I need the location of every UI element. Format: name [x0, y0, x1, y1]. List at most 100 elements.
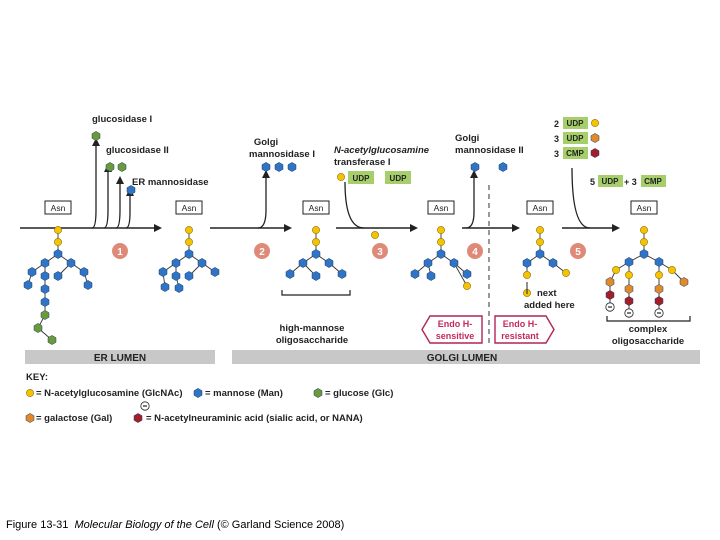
glcnac-icon	[591, 119, 599, 127]
enzyme-glucosidase-1: glucosidase I	[92, 114, 152, 125]
mannose-icon	[79, 267, 89, 277]
mannose-icon	[158, 267, 168, 277]
glcnac-icon	[54, 226, 62, 234]
nana-icon	[654, 296, 664, 306]
asn-box-5: Asn	[526, 200, 554, 215]
mannose-icon	[40, 271, 50, 281]
high-mannose-label-line1: high-mannose	[280, 323, 345, 334]
step3-addition-arrow	[344, 181, 365, 229]
endo-h-sensitive-tag: Endo H- sensitive	[421, 315, 483, 344]
glcnac-icon	[185, 238, 193, 246]
key-nana-label: = N-acetylneuraminic acid (sialic acid, …	[146, 413, 363, 424]
glcnac-icon	[312, 226, 320, 234]
negative-charge-icon	[140, 401, 150, 411]
caption-prefix: Figure 13-31	[6, 519, 69, 531]
enzyme-golgi-mannosidase-2-line1: Golgi	[455, 133, 479, 144]
step4-removal-arrow	[465, 170, 478, 229]
asn-box-1: Asn	[44, 200, 72, 215]
released-count-5: 5	[590, 177, 595, 187]
mannose-icon	[40, 284, 50, 294]
mannose-icon	[23, 280, 33, 290]
galactose-icon	[605, 277, 615, 287]
key-galactose-label: = galactose (Gal)	[36, 413, 112, 424]
mannose-icon	[498, 162, 508, 172]
endo-h-resistant-tag: Endo H- resistant	[494, 315, 555, 344]
mannose-icon	[624, 257, 634, 267]
donor-count-3b: 3	[554, 149, 559, 159]
glcnac-icon	[562, 269, 570, 277]
step5-addition-arrow	[571, 167, 591, 229]
glcnac-icon	[371, 231, 379, 239]
glcnac-icon	[625, 271, 633, 279]
galactose-icon	[679, 277, 689, 287]
oligosaccharide	[410, 226, 472, 290]
glcnac-icon	[54, 238, 62, 246]
step-marker-5: 5	[570, 243, 586, 259]
glcnac-icon	[668, 266, 676, 274]
mannose-icon	[184, 249, 194, 259]
negative-charge-icon	[605, 302, 615, 312]
mannose-icon	[449, 258, 459, 268]
svg-text:CMP: CMP	[566, 149, 584, 158]
mannose-icon	[436, 249, 446, 259]
enzyme-golgi-mannosidase-2-line2: mannosidase II	[455, 145, 524, 156]
glcnac-icon	[536, 238, 544, 246]
enzyme-glcnac-transferase-line2: transferase I	[334, 157, 391, 168]
oligosaccharide	[285, 226, 347, 281]
glcnac-icon	[437, 226, 445, 234]
glcnac-icon	[463, 282, 471, 290]
oligosaccharide	[23, 226, 93, 345]
mannose-icon	[285, 269, 295, 279]
glcnac-icon	[185, 226, 193, 234]
mannose-icon	[174, 283, 184, 293]
mannose-icon	[171, 258, 181, 268]
enzyme-golgi-mannosidase-1-line1: Golgi	[254, 137, 278, 148]
mannose-icon	[462, 269, 472, 279]
enzyme-er-mannosidase: ER mannosidase	[132, 177, 209, 188]
glcnac-icon	[437, 238, 445, 246]
nana-icon	[605, 290, 615, 300]
mannose-icon	[324, 258, 334, 268]
galactose-icon	[624, 284, 634, 294]
svg-text:Endo H-: Endo H-	[503, 319, 538, 329]
mannose-icon	[193, 388, 203, 398]
svg-text:Asn: Asn	[533, 203, 548, 213]
er-lumen-bar	[25, 350, 215, 364]
svg-text:5: 5	[575, 247, 581, 258]
mannose-icon	[53, 249, 63, 259]
key-symbols	[25, 388, 323, 423]
svg-text:Asn: Asn	[182, 203, 197, 213]
caption-suffix: (© Garland Science 2008)	[213, 519, 345, 531]
mannose-icon	[470, 162, 480, 172]
glycan-structures	[23, 119, 689, 345]
cmp-box-donor: CMP	[563, 147, 588, 159]
svg-text:Endo H-: Endo H-	[438, 319, 473, 329]
mannose-icon	[83, 280, 93, 290]
mannose-icon	[27, 267, 37, 277]
enzyme-glcnac-transferase-line1: N-acetylglucosamine	[334, 145, 430, 156]
nana-icon	[590, 148, 600, 158]
high-mannose-bracket	[281, 290, 351, 296]
key-glcnac-label: = N-acetylglucosamine (GlcNAc)	[36, 388, 183, 399]
mannose-icon	[426, 271, 436, 281]
svg-text:sensitive: sensitive	[436, 331, 475, 341]
step1-removal-arrow-a	[91, 138, 100, 229]
mannose-icon	[548, 258, 558, 268]
galactose-icon	[654, 284, 664, 294]
mannose-icon	[287, 162, 297, 172]
step1-removal-arrow-c	[115, 176, 124, 229]
svg-text:Asn: Asn	[434, 203, 449, 213]
svg-text:UDP: UDP	[567, 134, 585, 143]
mannose-icon	[53, 271, 63, 281]
udp-box-step3-b: UDP	[385, 171, 411, 184]
high-mannose-label-line2: oligosaccharide	[276, 335, 348, 346]
udp-box-donor-1: UDP	[563, 117, 588, 129]
donor-count-2: 2	[554, 119, 559, 129]
complex-label-line2: oligosaccharide	[612, 336, 684, 347]
glucose-icon	[33, 323, 43, 333]
svg-text:1: 1	[117, 247, 123, 258]
mannose-icon	[210, 267, 220, 277]
glcnac-icon	[640, 226, 648, 234]
glcnac-icon	[655, 271, 663, 279]
